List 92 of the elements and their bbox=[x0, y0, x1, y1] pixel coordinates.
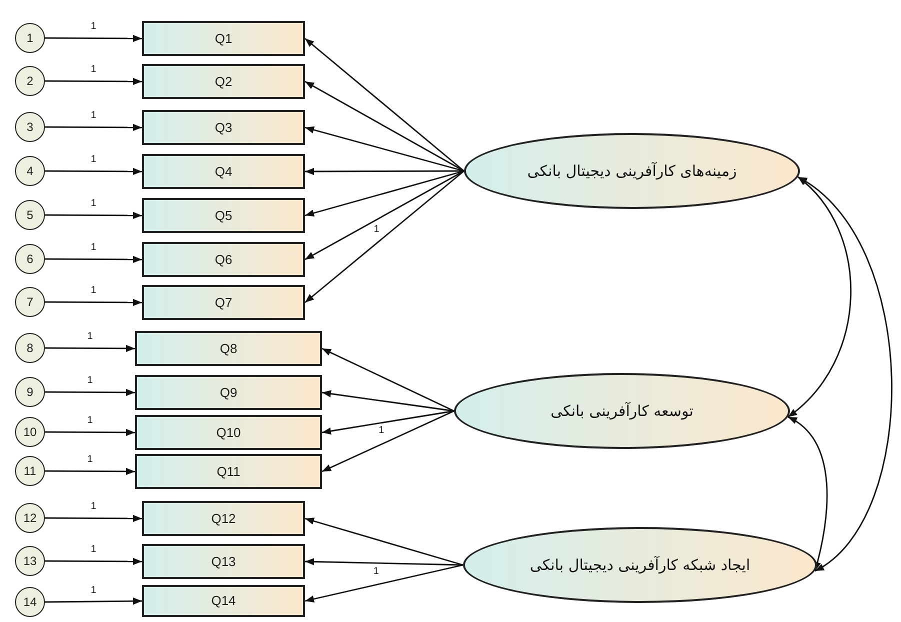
arrow bbox=[322, 348, 454, 412]
node-text: 12 bbox=[23, 510, 37, 527]
variable-box bbox=[135, 331, 322, 366]
node-text: Q6 bbox=[214, 250, 232, 269]
arrow bbox=[45, 212, 142, 220]
arrow bbox=[322, 390, 454, 412]
arrow bbox=[305, 168, 464, 176]
arrow bbox=[304, 170, 464, 217]
node-text: Q1 bbox=[214, 30, 232, 48]
node-text: Q2 bbox=[214, 72, 232, 91]
edge-label: 1 bbox=[87, 416, 93, 426]
edge-label: 1 bbox=[90, 243, 96, 254]
node-text: 1 bbox=[26, 30, 34, 47]
arrow bbox=[304, 558, 464, 566]
arrow bbox=[798, 176, 892, 572]
node-text: Q9 bbox=[220, 384, 238, 402]
variable-box bbox=[135, 454, 322, 489]
variable-box bbox=[142, 64, 305, 99]
edge-label: 1 bbox=[373, 566, 379, 577]
arrow bbox=[45, 468, 135, 476]
node-text: 6 bbox=[26, 251, 34, 268]
variable-box bbox=[142, 154, 305, 189]
node-text: 7 bbox=[26, 294, 34, 311]
edge-label: 1 bbox=[87, 455, 93, 466]
node-text: 11 bbox=[24, 463, 36, 480]
variable-box bbox=[135, 375, 322, 410]
edge-label: 1 bbox=[374, 225, 380, 236]
node-text: 13 bbox=[23, 553, 37, 570]
arrow bbox=[45, 428, 135, 436]
variable-box bbox=[142, 198, 305, 233]
variable-box bbox=[142, 501, 305, 536]
node-text: Q10 bbox=[216, 424, 241, 442]
variable-box bbox=[142, 285, 305, 320]
variable-box bbox=[135, 415, 322, 450]
node-text: Q8 bbox=[220, 340, 238, 358]
edge-label: 1 bbox=[90, 286, 96, 296]
variable-box bbox=[142, 242, 305, 277]
edge-label: 1 bbox=[90, 22, 96, 32]
node-text: Q4 bbox=[214, 162, 232, 181]
arrow bbox=[45, 168, 142, 176]
arrow bbox=[304, 38, 464, 172]
arrow bbox=[304, 170, 464, 304]
edge-label: 1 bbox=[378, 426, 384, 436]
node-text: 5 bbox=[26, 207, 34, 224]
edge-label: 1 bbox=[90, 155, 96, 166]
node-text: Q11 bbox=[216, 462, 240, 481]
variable-box bbox=[142, 585, 305, 617]
arrow bbox=[45, 388, 135, 396]
arrow bbox=[45, 124, 142, 132]
arrow bbox=[304, 170, 464, 260]
edge-label: 1 bbox=[90, 545, 96, 556]
arrow bbox=[788, 176, 852, 418]
arrow bbox=[322, 410, 454, 472]
arrow bbox=[45, 78, 142, 86]
arrow bbox=[304, 564, 464, 602]
arrow bbox=[45, 256, 142, 264]
node-text: 3 bbox=[26, 119, 34, 136]
node-text: ایجاد شبکه کارآفرینی دیجیتال بانکی bbox=[530, 554, 750, 576]
edge-label: 1 bbox=[90, 199, 96, 210]
variable-box bbox=[142, 110, 305, 145]
edge-label: 1 bbox=[90, 502, 96, 512]
edge-label: 1 bbox=[87, 376, 93, 386]
node-text: 9 bbox=[26, 384, 34, 401]
node-text: Q14 bbox=[211, 592, 236, 610]
node-text: Q12 bbox=[211, 510, 236, 528]
node-text: Q13 bbox=[211, 552, 236, 571]
edge-label: 1 bbox=[87, 332, 93, 342]
node-text: Q7 bbox=[214, 294, 232, 312]
node-text: 4 bbox=[26, 163, 34, 180]
variable-box bbox=[142, 21, 305, 56]
edge-label: 1 bbox=[90, 586, 96, 596]
arrow bbox=[45, 298, 142, 306]
variable-box bbox=[142, 544, 305, 579]
arrow bbox=[45, 558, 142, 566]
node-text: توسعه کارآفرینی بانکی bbox=[550, 400, 694, 422]
node-text: زمینه‌های کارآفرینی دیجیتال بانکی bbox=[527, 160, 737, 182]
node-text: 8 bbox=[26, 340, 34, 357]
node-text: 2 bbox=[26, 73, 34, 90]
arrow bbox=[45, 34, 142, 42]
arrow bbox=[304, 126, 464, 172]
arrow bbox=[45, 598, 142, 605]
arrow bbox=[322, 410, 454, 435]
arrow bbox=[304, 518, 464, 566]
node-text: Q3 bbox=[214, 118, 232, 137]
arrow bbox=[304, 80, 464, 172]
edge-label: 1 bbox=[90, 65, 96, 76]
node-text: Q5 bbox=[214, 206, 232, 225]
arrow bbox=[45, 344, 135, 352]
node-text: 14 bbox=[23, 594, 37, 611]
arrow bbox=[45, 514, 142, 522]
edge-label: 1 bbox=[90, 111, 96, 122]
node-text: 10 bbox=[23, 424, 37, 441]
